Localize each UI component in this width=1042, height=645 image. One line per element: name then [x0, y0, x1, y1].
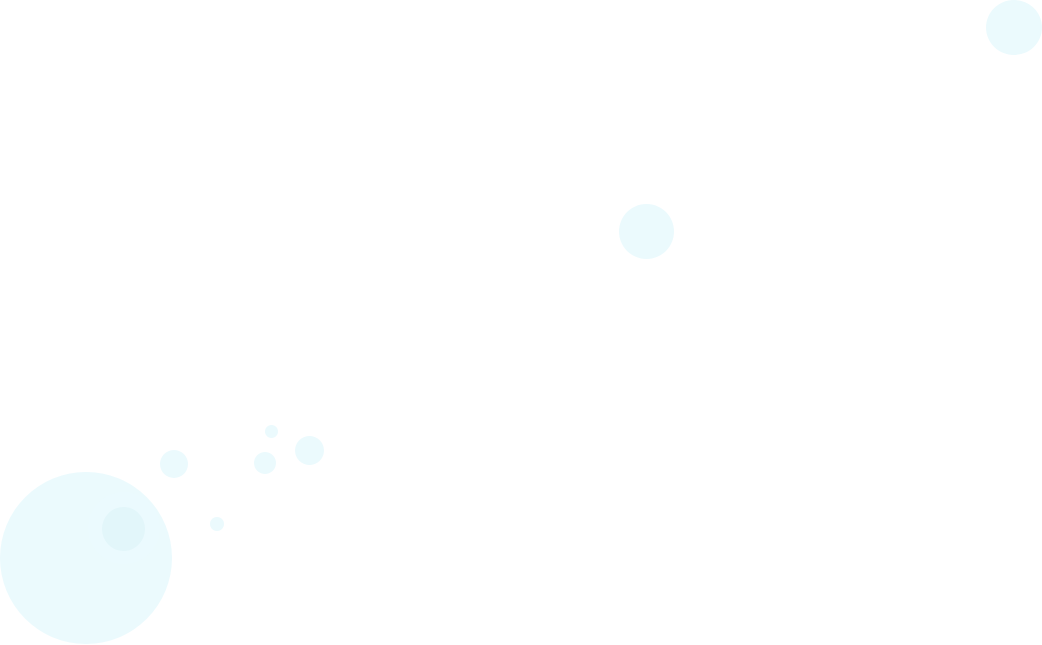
- bubble-large-bottom-left: [0, 472, 172, 644]
- bubble-small-3: [295, 436, 324, 465]
- bubble-tiny-2: [210, 517, 224, 531]
- bubble-center: [619, 204, 674, 259]
- bubble-small-1: [160, 450, 188, 478]
- bubble-top-right: [986, 0, 1042, 55]
- bubble-small-2: [254, 452, 276, 474]
- bubble-inner-core: [102, 507, 145, 551]
- bubble-tiny-1: [265, 425, 278, 438]
